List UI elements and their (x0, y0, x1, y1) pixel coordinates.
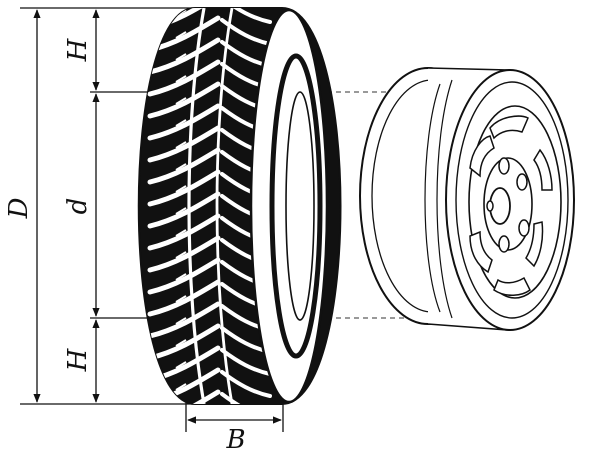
tread-groove (147, 147, 221, 185)
tread-groove (147, 191, 221, 229)
label-H-top: H (63, 37, 93, 62)
tread-groove (147, 103, 221, 141)
tread-sipe (175, 229, 187, 237)
tread-sipe (175, 141, 187, 149)
tread-sipe (175, 383, 187, 391)
tread-circumferential-groove (187, 8, 206, 404)
wheel-rim (359, 67, 575, 331)
tread-groove (147, 235, 221, 273)
tread-sipe (175, 31, 187, 39)
tread-sipe (175, 273, 187, 281)
tread-sipe (175, 163, 187, 171)
tread-sipe (175, 97, 187, 105)
tread-sipe (175, 361, 187, 369)
dimension-lines (20, 7, 300, 432)
tread-groove (220, 8, 272, 24)
tread-groove (220, 392, 272, 404)
tire-bead (285, 91, 315, 321)
tread-groove (147, 59, 221, 97)
tread-sipe (175, 207, 187, 215)
tread-groove (147, 213, 221, 251)
tread-sipe (175, 317, 187, 325)
tread-sipe (175, 185, 187, 193)
tread-groove (147, 323, 221, 361)
tread-groove (220, 18, 272, 46)
tread-groove (147, 81, 221, 119)
tread-groove (147, 279, 221, 317)
tire (137, 7, 342, 412)
tread-sipe (175, 251, 187, 259)
rim-vent-holes (469, 115, 553, 296)
tread-groove (147, 301, 221, 339)
rim-lug-holes (486, 157, 530, 253)
tread-groove (147, 37, 221, 75)
label-B: B (225, 425, 245, 455)
tread-sipe (175, 53, 187, 61)
tread-sipe (175, 339, 187, 347)
tread-circumferential-groove (215, 8, 234, 404)
tread-sipe (175, 119, 187, 127)
tread-sipe (175, 295, 187, 303)
label-D: D (4, 197, 34, 219)
tread-sipe (175, 75, 187, 83)
tread-groove (147, 169, 221, 207)
tread-groove (147, 8, 221, 9)
tread-groove (220, 370, 272, 398)
tread-groove (147, 257, 221, 295)
label-d: d (63, 198, 93, 215)
label-H-bottom: H (63, 347, 93, 372)
tread-sipe (176, 406, 186, 412)
tread-groove (147, 125, 221, 163)
tread-groove (147, 389, 221, 404)
